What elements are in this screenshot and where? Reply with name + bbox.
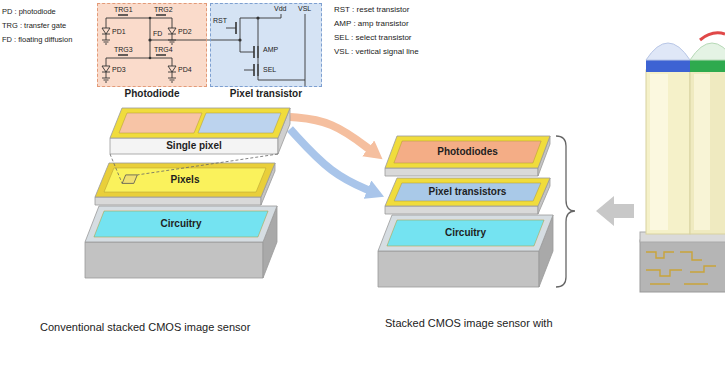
abbreviation-key: PD : photodiode xyxy=(2,8,56,16)
plate-front xyxy=(95,197,261,205)
flow-arrow xyxy=(290,129,373,192)
node-label: Single pixel xyxy=(110,138,278,154)
pixel-illustration xyxy=(646,60,690,72)
plate-top xyxy=(385,178,550,206)
circuit-wiring xyxy=(148,38,151,41)
plate-top xyxy=(378,215,553,251)
node-label: Pixel transistors xyxy=(385,178,550,206)
abbreviation-key: VSL : vertical signal line xyxy=(334,48,419,56)
circuit-wiring xyxy=(149,57,152,60)
signal-name: PD1 xyxy=(112,28,126,35)
grey-arrow xyxy=(596,196,634,226)
circuit-wiring xyxy=(256,16,259,19)
layer-plate: Circuitry xyxy=(85,206,277,278)
circuit-box-fill xyxy=(97,3,322,87)
signal-name: Vdd xyxy=(274,5,286,12)
signal-name: TRG2 xyxy=(154,6,173,13)
circuit-box-fill xyxy=(97,3,207,87)
pixel-illustration xyxy=(690,70,725,234)
layer-plate: Pixels xyxy=(95,163,275,205)
plate-shape xyxy=(378,215,553,287)
signal-name: RST xyxy=(213,17,227,24)
circuit-box: Photodiode xyxy=(97,3,207,87)
signal-name: PD3 xyxy=(112,66,126,73)
plate-front xyxy=(385,206,538,214)
plate-face xyxy=(119,113,202,133)
caption-text: Stacked CMOS image sensor with xyxy=(385,318,553,329)
circuit-wiring xyxy=(168,66,176,82)
plate-top xyxy=(110,108,290,138)
circuit-box-fill xyxy=(210,3,322,87)
abbreviation-key: TRG : transfer gate xyxy=(2,22,66,30)
plate-front xyxy=(110,138,278,154)
circuit-wiring xyxy=(102,14,305,87)
node-label: Circuitry xyxy=(85,206,277,242)
pixel-illustration xyxy=(640,240,725,292)
pixel-illustration xyxy=(646,70,690,234)
plate-top xyxy=(95,163,275,197)
pixel-illustration xyxy=(640,33,725,292)
signal-name: TRG4 xyxy=(154,46,173,53)
circuit-wiring xyxy=(102,28,110,44)
circuit-wiring xyxy=(238,38,241,41)
plate-front xyxy=(378,251,539,287)
signal-name: TRG3 xyxy=(114,46,133,53)
signal-name: VSL xyxy=(298,5,311,12)
zoom-marker xyxy=(122,175,137,184)
circuit-wiring xyxy=(102,66,110,82)
node-label: Pixels xyxy=(95,163,275,197)
signal-name: PD2 xyxy=(178,28,192,35)
brace xyxy=(556,136,575,287)
pixel-illustration xyxy=(700,33,725,40)
signal-name: FD xyxy=(153,30,162,37)
node-label: Photodiodes xyxy=(385,136,550,168)
caption-text: Conventional stacked CMOS image sensor xyxy=(40,322,250,333)
node-label: Pixel transistor xyxy=(230,89,302,99)
circuit-wiring xyxy=(106,18,240,66)
pixel-illustration xyxy=(650,74,668,230)
node-label: Photodiode xyxy=(125,89,180,99)
abbreviation-key: RST : reset transistor xyxy=(334,6,409,14)
pixel-illustration xyxy=(690,60,725,72)
plate-front xyxy=(85,242,263,278)
signal-name: AMP xyxy=(263,46,278,53)
plate-top xyxy=(85,206,277,242)
layer-plate: Pixel transistors xyxy=(385,178,550,214)
abbreviation-key: AMP : amp transistor xyxy=(334,20,409,28)
layer-plate: Photodiodes xyxy=(385,136,550,176)
abbreviation-key: SEL : select transistor xyxy=(334,34,412,42)
layer-plate: Single pixel xyxy=(110,108,290,154)
signal-name: PD4 xyxy=(178,66,192,73)
grey-arrow xyxy=(596,196,634,226)
abbreviation-key: FD : floating diffusion xyxy=(2,36,72,44)
circuit-wiring xyxy=(168,28,176,44)
pixel-illustration xyxy=(690,43,725,60)
circuit-wiring xyxy=(226,14,305,87)
plate-shape xyxy=(85,206,277,278)
signal-name: TRG1 xyxy=(114,6,133,13)
brace xyxy=(556,136,575,287)
plate-front xyxy=(385,168,538,176)
pixel-illustration xyxy=(646,43,690,60)
signal-name: SEL xyxy=(263,66,276,73)
circuit-wiring xyxy=(149,17,152,20)
layer-plate: Circuitry xyxy=(378,215,553,287)
plate-top xyxy=(385,136,550,168)
node-label: Circuitry xyxy=(378,215,553,251)
pixel-illustration xyxy=(694,74,710,230)
circuit-wiring xyxy=(148,16,259,59)
plate-face xyxy=(198,113,281,133)
circuit-box: Pixel transistor xyxy=(210,3,322,87)
pixel-illustration xyxy=(646,252,716,284)
circuit-wiring xyxy=(236,22,258,76)
